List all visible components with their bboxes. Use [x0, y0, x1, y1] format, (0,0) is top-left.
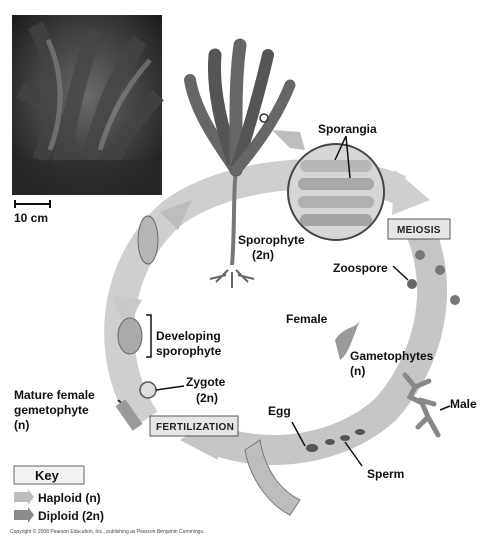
sporophyte-label: Sporophyte [238, 233, 305, 247]
fertilization-box [149, 415, 239, 437]
key-legend: Key Haploid (n) Diploid (2n) [13, 465, 104, 523]
fertilization-label: FERTILIZATION [156, 422, 234, 433]
meiosis-label: MEIOSIS [397, 225, 441, 236]
male-gametophyte [402, 372, 441, 438]
male-label: Male [450, 397, 477, 411]
sporophyte-drawing [184, 38, 296, 288]
developing-sporophyte [117, 215, 159, 355]
copyright-text: Copyright © 2008 Pearson Education, Inc.… [10, 528, 204, 535]
kelp-photo [12, 15, 165, 195]
sporangia-magnified [287, 143, 385, 241]
zoom-arrow [272, 130, 305, 150]
key-title: Key [35, 468, 60, 483]
mature-label: Mature female [14, 388, 95, 402]
female-gametophyte [335, 320, 360, 360]
female-label: Female [286, 312, 328, 326]
zoospores [407, 250, 460, 305]
diploid-label: Diploid (2n) [38, 509, 104, 523]
mature-female-drawing [115, 399, 143, 431]
mature-label-2: gemetophyte [14, 403, 89, 417]
scale-label: 10 cm [14, 211, 48, 225]
haploid-swatch [14, 489, 34, 505]
zygote-ploidy: (2n) [196, 391, 218, 405]
sporangia-label: Sporangia [318, 122, 377, 136]
haploid-label: Haploid (n) [38, 491, 101, 505]
zygote-cell [139, 381, 157, 399]
gametophytes-label: Gametophytes [350, 349, 434, 363]
developing-label-2: sporophyte [156, 344, 222, 358]
zygote-label: Zygote [186, 375, 226, 389]
egg-label: Egg [268, 404, 291, 418]
sperm-label: Sperm [367, 467, 404, 481]
diploid-swatch [14, 507, 34, 523]
mature-ploidy: (n) [14, 418, 29, 432]
zoospore-label: Zoospore [333, 261, 388, 275]
sporophyte-ploidy: (2n) [252, 248, 274, 262]
egg-structure [244, 439, 318, 516]
sperm-cells [325, 429, 365, 445]
developing-label: Developing [156, 329, 221, 343]
meiosis-box [387, 218, 451, 240]
scale-bar [14, 200, 51, 208]
gametophytes-ploidy: (n) [350, 364, 365, 378]
